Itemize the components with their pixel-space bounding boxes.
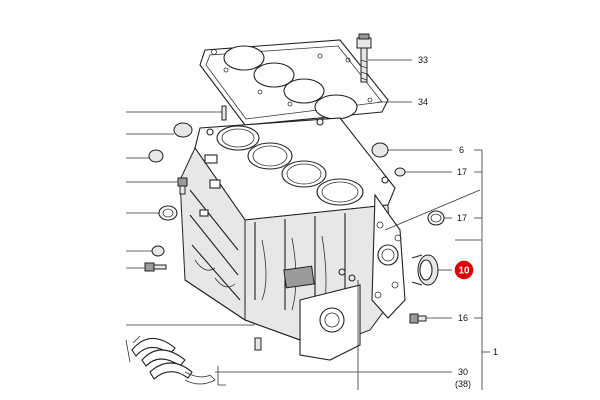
dowel-pin[interactable] [221, 105, 227, 121]
left-side-parts [144, 105, 262, 351]
callout-6[interactable]: 6 [459, 145, 464, 155]
right-side-parts [338, 142, 445, 324]
dowel-bottom[interactable] [254, 337, 262, 351]
cylinder-block[interactable] [179, 117, 406, 361]
leader-lines [126, 59, 490, 390]
bearing-shells[interactable] [125, 335, 216, 385]
callout-33[interactable]: 33 [418, 55, 428, 65]
o-ring-left[interactable] [158, 205, 178, 221]
callout-34[interactable]: 34 [418, 97, 428, 107]
callout-17-lower[interactable]: 17 [457, 213, 467, 223]
callout-30[interactable]: 30 [458, 367, 468, 377]
plug-left[interactable] [151, 245, 165, 257]
bolt-part-16[interactable] [409, 313, 427, 324]
bolt-with-washer[interactable] [144, 262, 167, 272]
plug-part-17a[interactable] [394, 167, 406, 177]
expansion-plug[interactable] [173, 122, 193, 138]
callout-17-upper[interactable]: 17 [457, 167, 467, 177]
head-gasket[interactable] [199, 39, 389, 126]
callout-10-highlight[interactable]: 10 [453, 259, 475, 281]
callout-labels: 33 34 6 17 17 10 16 30 (38) 1 [418, 55, 498, 389]
callout-38[interactable]: (38) [455, 379, 471, 389]
head-bolt[interactable] [356, 33, 372, 83]
ring-part-17b[interactable] [427, 210, 445, 226]
small-plug[interactable] [148, 149, 164, 163]
callout-16[interactable]: 16 [458, 313, 468, 323]
callout-10: 10 [458, 266, 470, 277]
oil-seal-part-10[interactable] [411, 254, 439, 286]
plug-part-6[interactable] [371, 142, 389, 158]
callout-1[interactable]: 1 [493, 347, 498, 357]
